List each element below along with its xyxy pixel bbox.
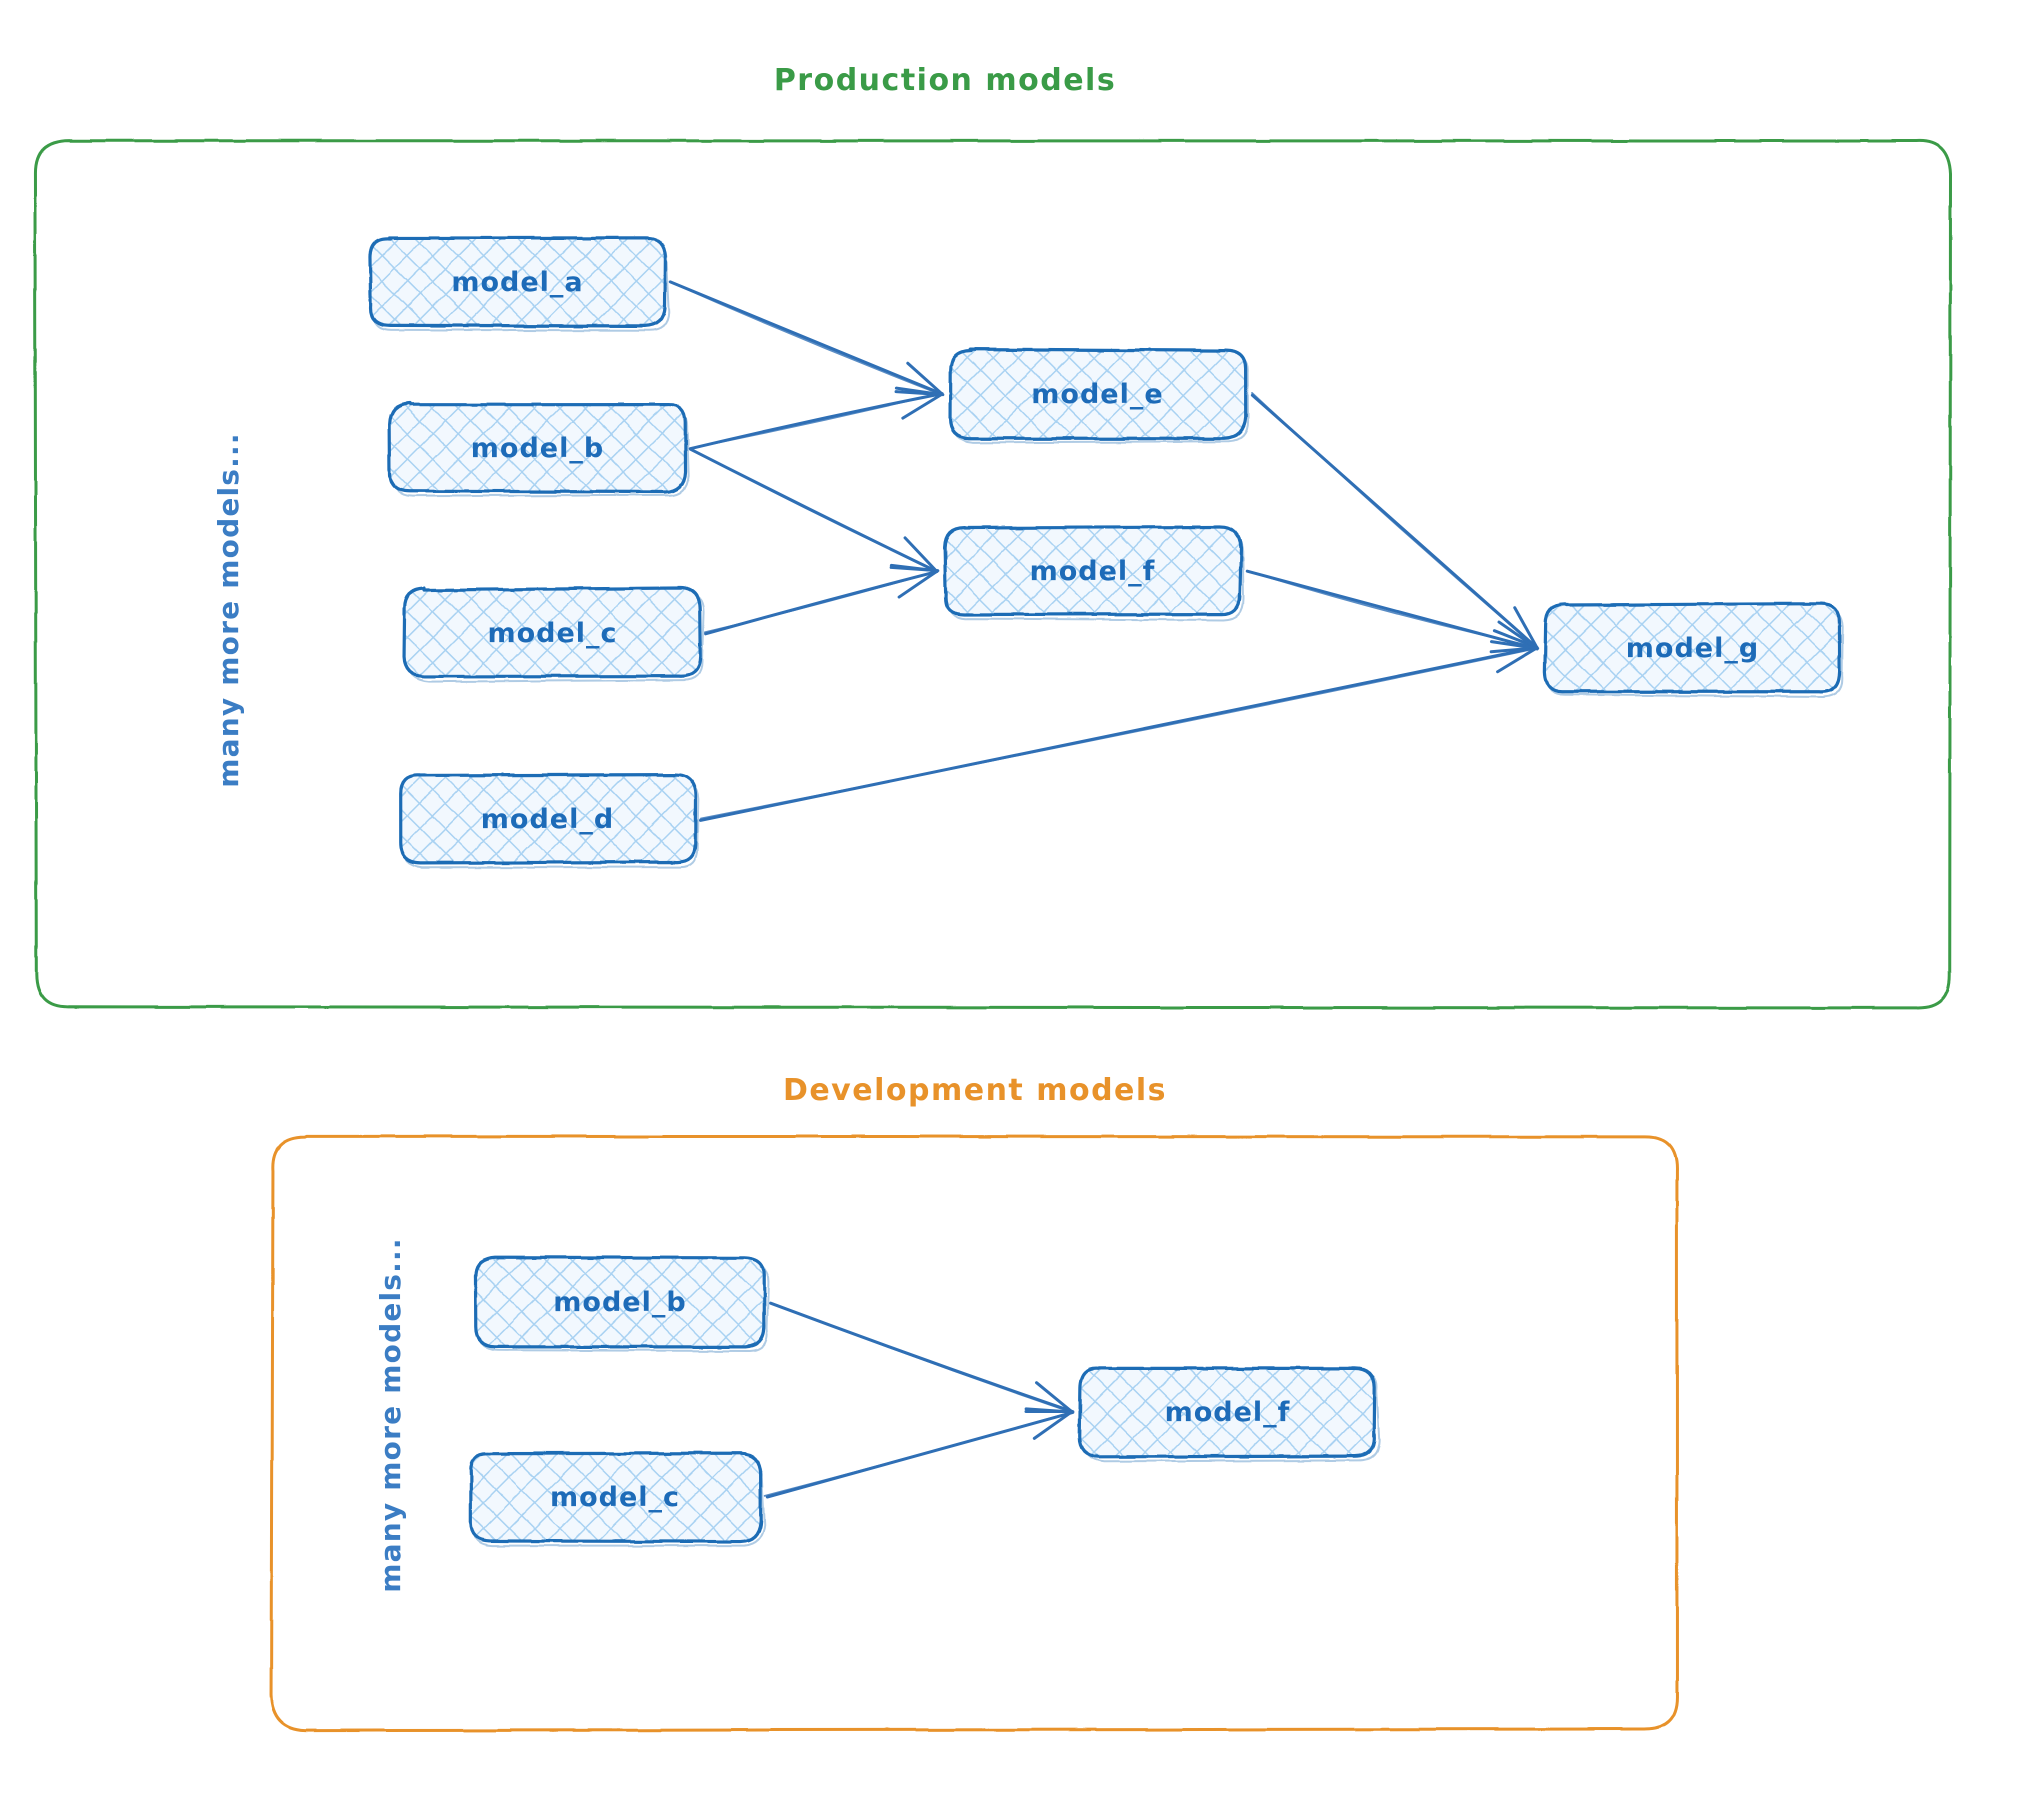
node-box xyxy=(1078,1366,1377,1459)
side-label-production: many more models... xyxy=(212,432,245,787)
edge-prod_model_c-to-prod_model_f xyxy=(703,565,940,636)
group-border-development xyxy=(270,1134,1679,1733)
edge-dev_model_c-to-dev_model_f xyxy=(763,1407,1075,1499)
group-title-production: Production models xyxy=(774,63,1116,98)
node-box xyxy=(387,401,688,494)
node-prod_model_g[interactable]: model_g xyxy=(1543,602,1844,699)
arrow-head xyxy=(889,565,940,599)
arrow-head xyxy=(1024,1407,1074,1440)
node-box xyxy=(368,236,667,328)
node-prod_model_c[interactable]: model_c xyxy=(402,586,705,683)
node-prod_model_a[interactable]: model_a xyxy=(368,236,671,332)
node-dev_model_c[interactable]: model_c xyxy=(469,1451,766,1547)
node-prod_model_b[interactable]: model_b xyxy=(387,401,690,498)
node-box xyxy=(473,1255,766,1349)
edge-prod_model_b-to-prod_model_f xyxy=(689,447,939,574)
arrow-head xyxy=(894,386,943,420)
node-label: model_b xyxy=(553,1287,686,1318)
node-box xyxy=(469,1451,763,1544)
group-container-development xyxy=(270,1134,1679,1733)
node-prod_model_d[interactable]: model_d xyxy=(399,772,700,869)
edge-dev_model_b-to-dev_model_f xyxy=(769,1301,1075,1414)
edge-layer xyxy=(668,280,1540,1499)
node-label: model_d xyxy=(481,804,614,835)
node-box xyxy=(1543,602,1842,694)
side-label-development: many more models... xyxy=(374,1237,407,1592)
group-containers xyxy=(33,139,1953,1733)
node-label: model_a xyxy=(451,267,583,298)
node-dev_model_f[interactable]: model_f xyxy=(1078,1366,1381,1463)
edge-prod_model_b-to-prod_model_e xyxy=(688,386,944,451)
group-container-production xyxy=(33,139,1953,1010)
node-label: model_g xyxy=(1626,633,1759,664)
group-title-development: Development models xyxy=(783,1073,1167,1108)
node-label: model_f xyxy=(1030,556,1156,587)
node-box xyxy=(402,586,702,679)
node-dev_model_b[interactable]: model_b xyxy=(473,1255,770,1352)
node-label: model_c xyxy=(487,618,617,649)
node-label: model_c xyxy=(550,1482,680,1513)
edge-prod_model_d-to-prod_model_g xyxy=(698,640,1539,822)
group-border-production xyxy=(33,139,1953,1010)
node-label: model_f xyxy=(1165,1397,1291,1428)
node-box xyxy=(948,347,1248,441)
arrow-head xyxy=(1489,640,1538,674)
node-box xyxy=(943,525,1243,617)
node-layer: model_a model_b model_c model_d model_emodel… xyxy=(368,236,1844,1547)
node-prod_model_e[interactable]: model_e xyxy=(948,347,1250,444)
node-label: model_b xyxy=(471,433,604,464)
node-prod_model_f[interactable]: model_f xyxy=(943,525,1245,621)
text-layer: Production models many more models... Deve… xyxy=(212,63,1167,1593)
node-box xyxy=(399,772,698,865)
node-label: model_e xyxy=(1031,379,1163,410)
edge-prod_model_a-to-prod_model_e xyxy=(668,280,945,397)
